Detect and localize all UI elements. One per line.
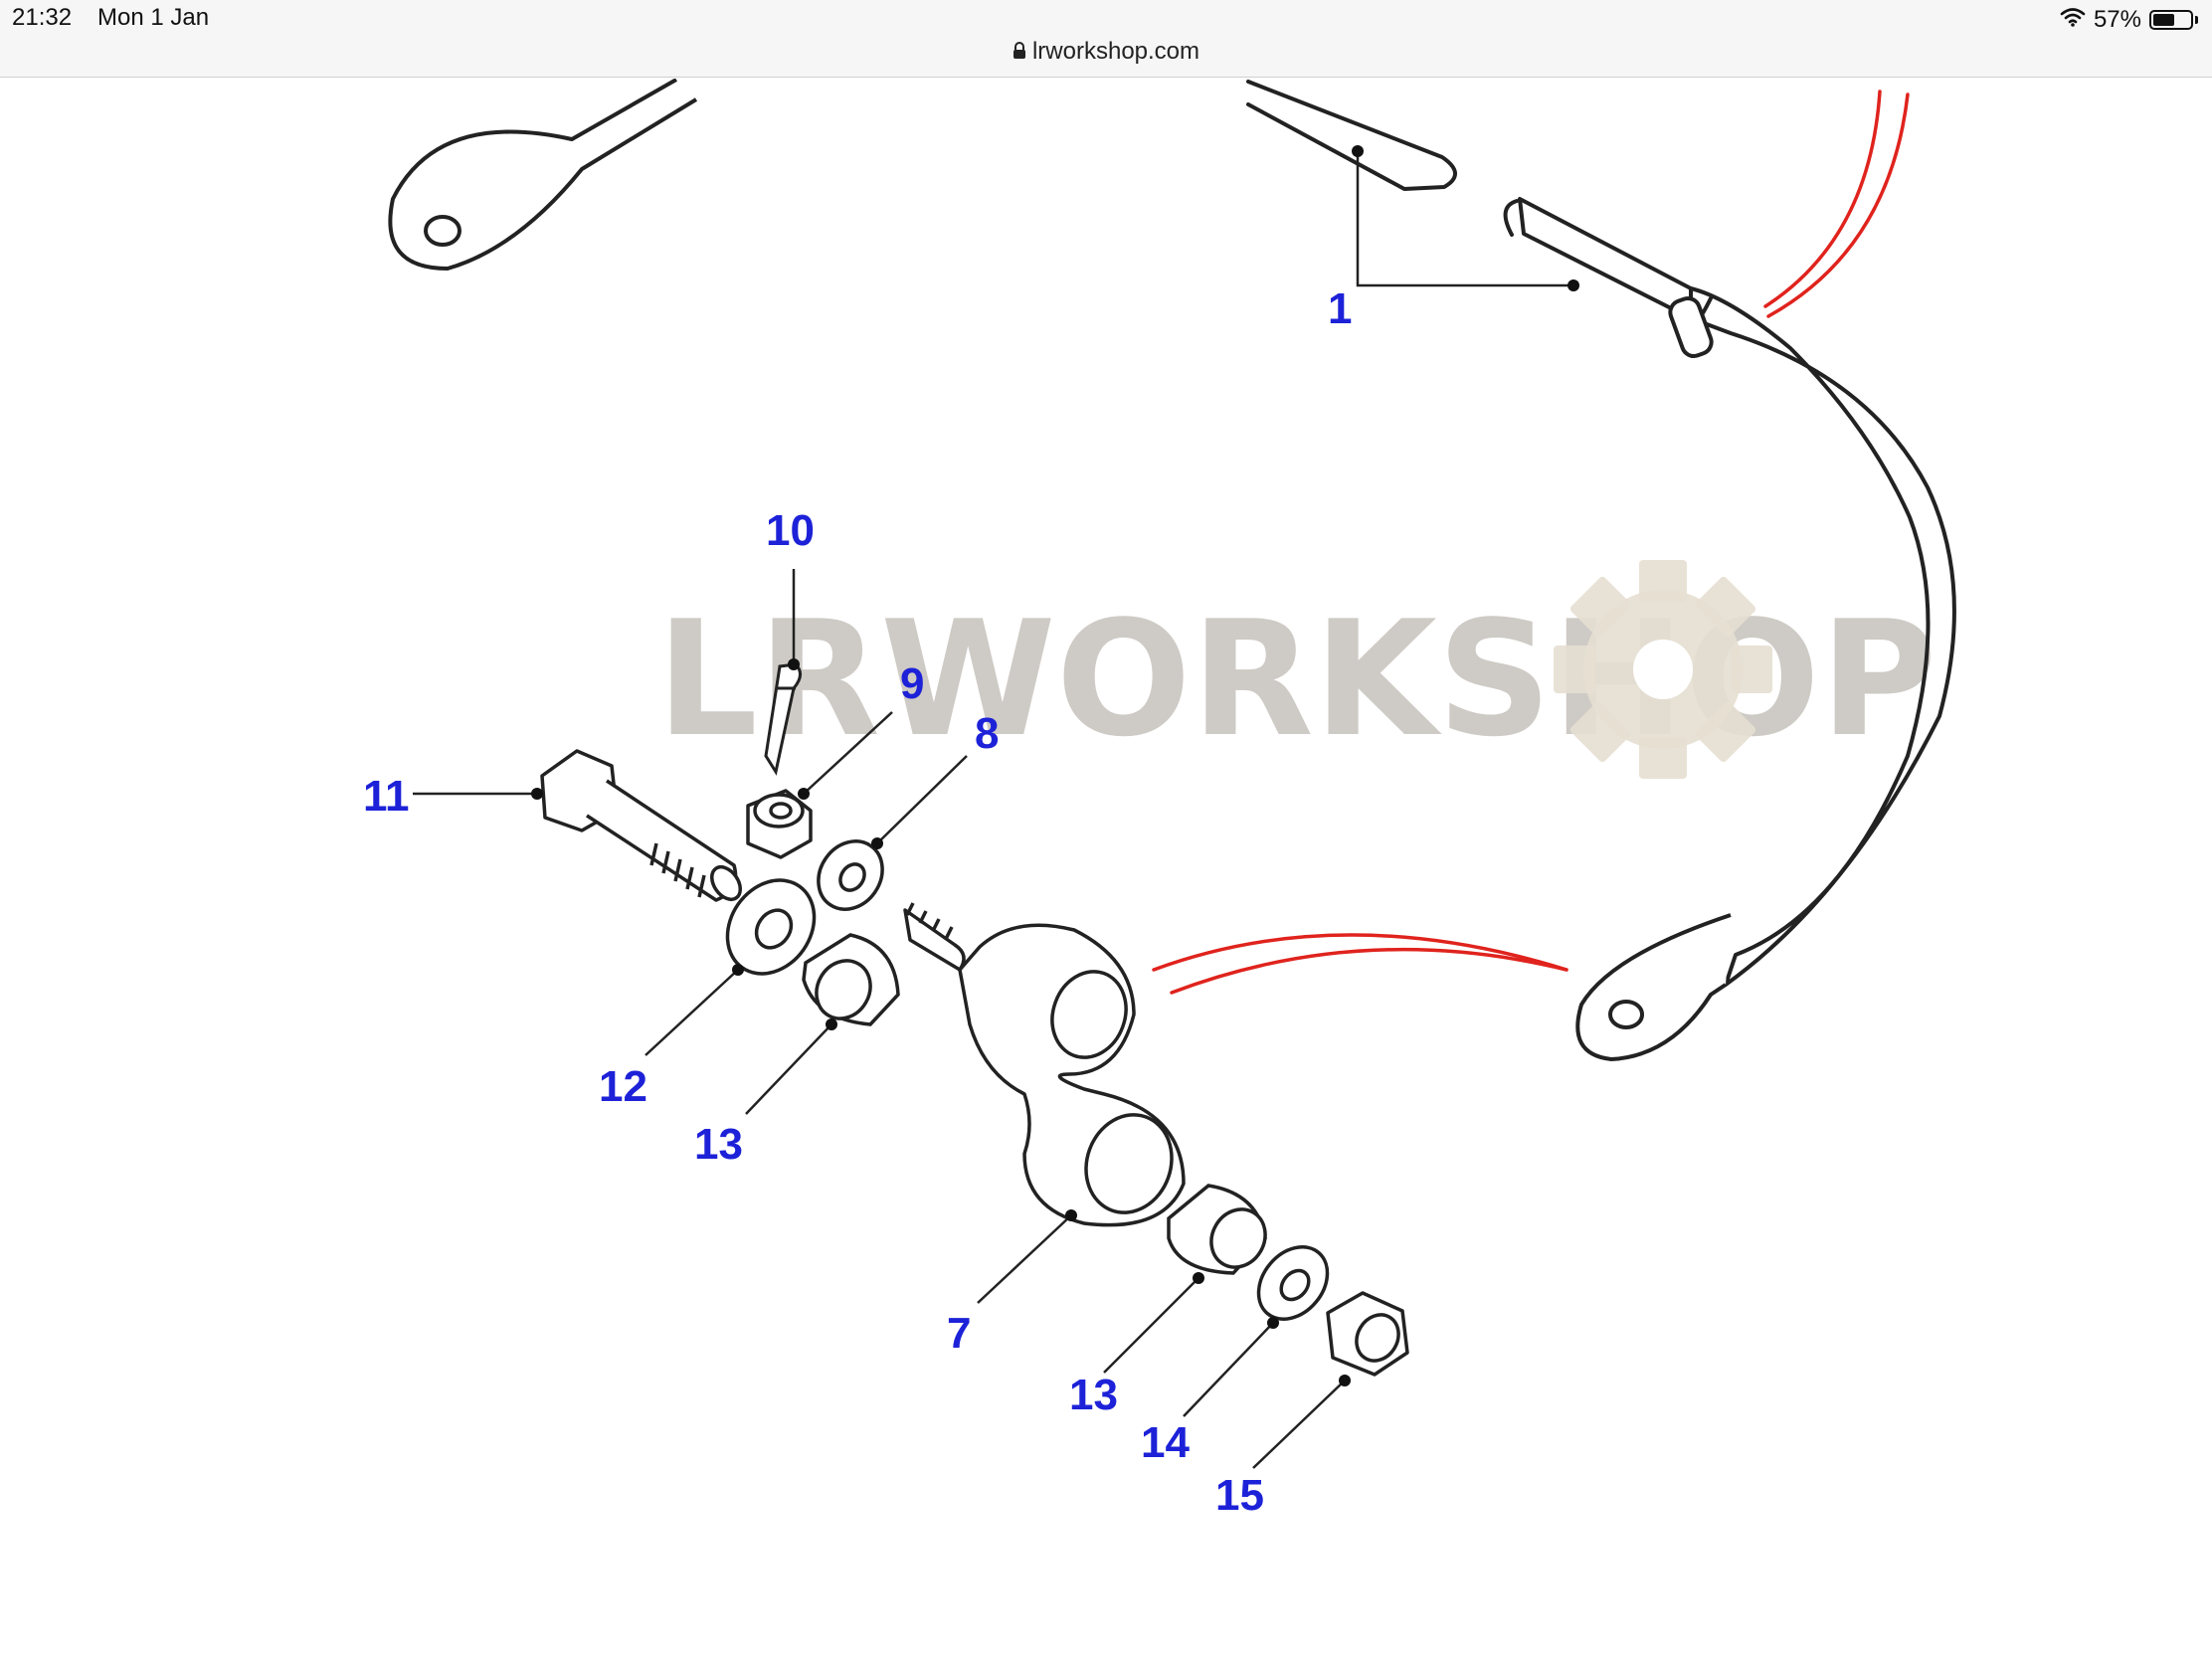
bush-13-upper [802,933,900,1026]
battery-tip [2195,16,2198,24]
washer-8 [817,839,884,911]
callout-15: 15 [1215,1471,1264,1520]
status-time: 21:32 [12,4,73,31]
bolt [540,749,743,902]
status-bar: 21:32 Mon 1 Jan lrworkshop.com 57% [0,0,2212,78]
callout-13-upper: 13 [694,1120,743,1169]
battery-level [2153,14,2174,26]
callout-8: 8 [975,709,999,758]
callout-14: 14 [1141,1418,1190,1467]
status-indicators: 57% [2060,4,2198,36]
battery-percent: 57% [2093,6,2141,33]
url-text: lrworkshop.com [1031,38,1200,65]
callout-13-lower: 13 [1069,1371,1118,1419]
callout-7: 7 [947,1309,971,1358]
parts-diagram: LRWORKSHOP [363,79,1956,1520]
callout-11: 11 [363,772,410,821]
wifi-icon [2060,6,2086,34]
callouts: 1 10 9 8 11 12 13 7 13 14 15 [363,284,1352,1520]
leader-lines [413,151,1573,1469]
nyloc-nut [1326,1291,1409,1377]
anti-roll-bar-right-eye [1575,913,1732,1061]
bush-13-lower [1167,1184,1267,1275]
gear-icon [1554,560,1772,779]
lock-icon [1013,39,1026,67]
callout-12: 12 [599,1062,647,1111]
lrworkshop-watermark: LRWORKSHOP [656,560,1936,779]
leader-dots [531,145,1579,1386]
address-bar[interactable]: lrworkshop.com [0,38,2212,67]
washer-14 [1256,1245,1330,1321]
page-content[interactable]: LRWORKSHOP [0,79,2212,1659]
drop-link [903,902,1186,1227]
battery-icon [2149,10,2193,30]
anti-roll-bar-left-arm [388,79,698,271]
callout-10: 10 [766,506,815,555]
callout-1: 1 [1328,284,1352,333]
status-date: Mon 1 Jan [97,4,210,31]
callout-9: 9 [900,659,924,708]
washer-12 [725,878,817,976]
castle-nut [746,789,813,859]
anti-roll-bar [1246,80,1956,987]
cut-marks [1152,90,1910,995]
